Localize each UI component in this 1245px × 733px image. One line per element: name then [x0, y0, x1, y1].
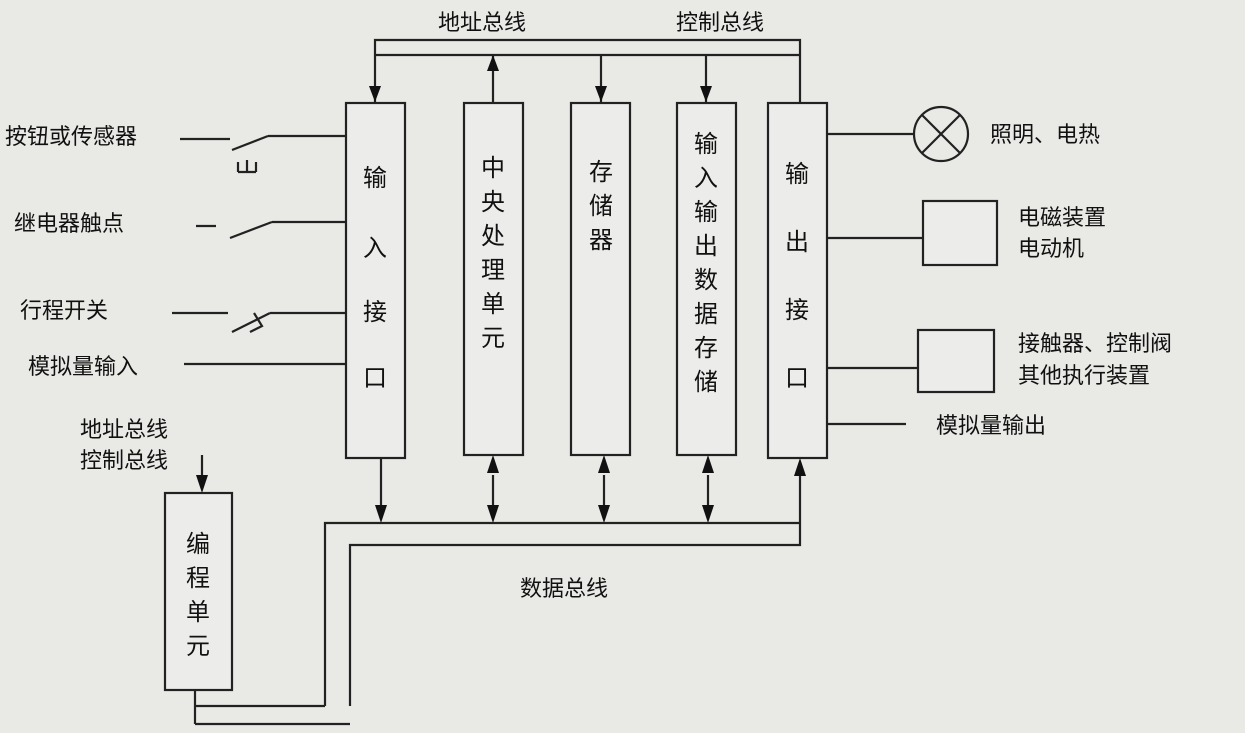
block-char: 元 — [186, 632, 210, 660]
address-bus-label: 地址总线 — [438, 11, 526, 36]
block-char: 接 — [785, 296, 809, 324]
left-address-bus-label: 地址总线 — [80, 418, 168, 443]
control-bus-label: 控制总线 — [676, 11, 764, 36]
block-char: 口 — [785, 364, 809, 392]
input-interface-block: 输 入 接 口 — [344, 101, 407, 460]
block-char: 数 — [694, 266, 718, 294]
input-label-limit-switch: 行程开关 — [20, 299, 108, 324]
arrow-down-memory — [595, 86, 607, 102]
data-bus — [193, 455, 806, 726]
arrow-down-programming-unit — [196, 475, 208, 493]
block-char: 存 — [694, 334, 718, 362]
arrow-down-input-interface — [369, 86, 381, 102]
output-label-lighting-heating: 照明、电热 — [990, 123, 1100, 148]
memory-block: 存 储 器 — [569, 101, 632, 457]
output-label-motor: 电动机 — [1018, 237, 1084, 262]
output-label-electromagnetic: 电磁装置 — [1018, 206, 1106, 231]
arrow-bidir-memory-down — [598, 505, 610, 523]
cpu-block: 中 央 处 理 单 元 — [462, 101, 525, 457]
top-bus — [369, 38, 802, 102]
block-char: 程 — [186, 564, 210, 592]
input-label-relay-contact: 继电器触点 — [14, 212, 124, 237]
pushbutton-symbol — [236, 160, 258, 174]
block-char: 接 — [363, 298, 387, 326]
block-char: 元 — [481, 324, 505, 352]
arrow-bidir-cpu-up — [487, 455, 499, 473]
programming-unit-block: 编 程 单 元 — [163, 491, 234, 692]
block-char: 据 — [694, 300, 718, 328]
input-signals: 按钮或传感器 继电器触点 行程开关 模拟量输入 — [5, 125, 346, 380]
arrow-bidir-cpu-down — [487, 505, 499, 523]
output-interface-block: 输 出 接 口 — [766, 101, 829, 460]
arrow-up-output-interface — [794, 458, 806, 476]
block-char: 编 — [186, 530, 210, 558]
arrow-bidir-memory-up — [598, 455, 610, 473]
io-data-storage-block: 输 入 输 出 数 据 存 储 — [675, 101, 738, 457]
output-label-contactor-valve: 接触器、控制阀 — [1018, 332, 1172, 357]
block-char: 出 — [785, 228, 809, 256]
block-char: 输 — [785, 160, 809, 188]
block-char: 器 — [589, 226, 613, 254]
block-char: 单 — [481, 290, 505, 318]
lamp-icon — [912, 105, 970, 163]
contactor-box — [916, 328, 996, 394]
block-char: 口 — [363, 364, 387, 392]
arrow-down-to-data-bus — [375, 505, 387, 523]
block-char: 储 — [694, 368, 718, 396]
block-char: 输 — [363, 164, 387, 192]
electromagnetic-device-box — [921, 199, 999, 267]
arrow-bidir-io-down — [702, 505, 714, 523]
output-label-other-actuators: 其他执行装置 — [1018, 364, 1150, 389]
data-bus-label: 数据总线 — [520, 577, 608, 602]
block-char: 输 — [694, 198, 718, 226]
block-char: 出 — [694, 232, 718, 260]
block-char: 入 — [363, 234, 387, 262]
block-char: 央 — [481, 188, 505, 216]
output-label-analog-output: 模拟量输出 — [936, 414, 1046, 439]
block-char: 存 — [589, 158, 613, 186]
output-devices: 照明、电热 电磁装置 电动机 接触器、控制阀 其他执行装置 模拟量输出 — [827, 105, 1172, 439]
block-char: 中 — [481, 154, 505, 182]
arrow-up-cpu — [487, 55, 499, 71]
arrow-bidir-io-up — [702, 455, 714, 473]
block-char: 理 — [481, 256, 505, 284]
block-char: 储 — [589, 192, 613, 220]
block-char: 处 — [481, 222, 505, 250]
arrow-down-io-storage — [700, 86, 712, 102]
block-char: 入 — [694, 164, 718, 192]
input-label-analog-input: 模拟量输入 — [28, 355, 138, 380]
left-control-bus-label: 控制总线 — [80, 449, 168, 474]
block-char: 单 — [186, 598, 210, 626]
block-char: 输 — [694, 130, 718, 158]
input-label-button-sensor: 按钮或传感器 — [5, 125, 137, 150]
